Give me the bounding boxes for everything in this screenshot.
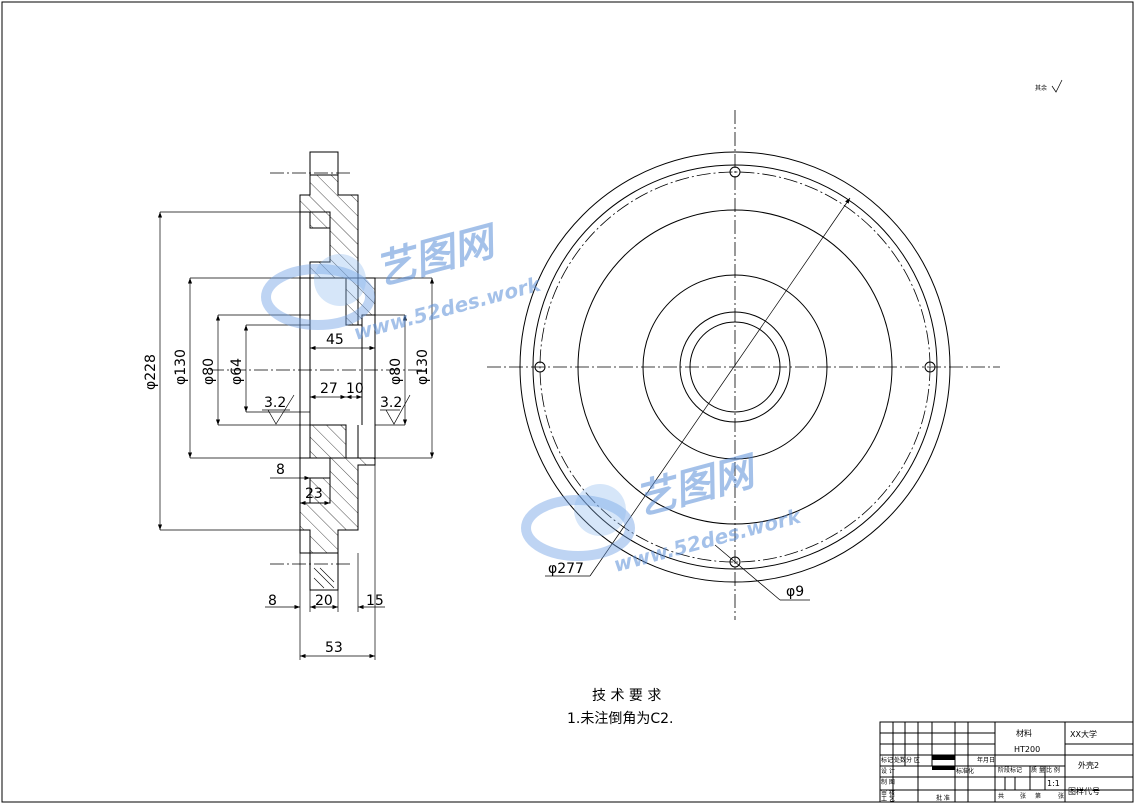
approve-label: 批 准 xyxy=(936,794,950,802)
watermark-brand-top: 艺图网 xyxy=(371,218,505,295)
drawing-code: 图样代号 xyxy=(1068,786,1100,796)
tech-requirements-line1: 1.未注倒角为C2. xyxy=(567,711,674,727)
dim-d80-right: φ80 xyxy=(388,358,404,385)
roughness-right-value: 3.2 xyxy=(380,395,402,411)
check-label: 审 核 xyxy=(881,789,895,797)
roughness-note-text: 其余 xyxy=(1035,84,1047,92)
watermark-top: 艺图网 www.52des.work xyxy=(261,218,545,345)
page-label: 张 xyxy=(1058,792,1064,800)
dim-w45: 45 xyxy=(326,332,344,348)
dim-d130-left: φ130 xyxy=(173,349,189,385)
dim-w8-mid: 8 xyxy=(276,462,285,478)
mark-label: 标记 xyxy=(881,756,893,764)
dim-d80-left: φ80 xyxy=(201,358,217,385)
roughness-left-value: 3.2 xyxy=(264,395,286,411)
dim-w8-bottom: 8 xyxy=(268,593,277,609)
dim-w10: 10 xyxy=(346,381,364,397)
scale-value: 1:1 xyxy=(1047,779,1060,788)
std-label: 标准化 xyxy=(956,767,974,775)
dim-d64: φ64 xyxy=(229,358,245,385)
school-name: XX大学 xyxy=(1070,729,1097,739)
material-label: 材料 xyxy=(1016,728,1032,738)
dim-w20: 20 xyxy=(315,593,333,609)
zone-label: 分 区 xyxy=(906,756,920,764)
dim-d9: φ9 xyxy=(786,584,804,600)
material-value: HT200 xyxy=(1014,745,1040,754)
dim-d277: φ277 xyxy=(548,561,584,577)
dim-w15: 15 xyxy=(366,593,384,609)
dim-w27: 27 xyxy=(320,381,338,397)
dim-d228: φ228 xyxy=(143,354,159,390)
design-label: 设 计 xyxy=(881,767,895,775)
part-name: 外壳2 xyxy=(1078,760,1099,770)
watermark-brand-bottom: 艺图网 xyxy=(631,448,765,525)
front-view: φ277 φ9 xyxy=(487,110,1000,620)
dim-w53: 53 xyxy=(325,640,343,656)
dim-w23: 23 xyxy=(305,486,323,502)
sheets-label: 张 xyxy=(1020,792,1026,800)
qty-label: 处数 xyxy=(894,756,906,764)
draw-label: 制 图 xyxy=(881,778,895,786)
sheet-label: 第 xyxy=(1035,792,1041,800)
total-label: 共 xyxy=(998,792,1004,800)
process-label: 工 艺 xyxy=(881,795,895,803)
section-view: φ228 φ130 φ80 φ64 φ80 φ130 45 27 10 3.2 … xyxy=(143,151,435,660)
title-block: 材料 HT200 XX大学 外壳2 1:1 图样代号 标记 处数 分 区 年月日… xyxy=(879,721,1134,803)
stage-mark-label: 阶段标记 xyxy=(998,766,1022,774)
weight-label: 质 量 xyxy=(1031,766,1045,774)
dim-d130-right: φ130 xyxy=(415,349,431,385)
ratio-label: 比 例 xyxy=(1046,766,1060,774)
tech-requirements-title: 技 术 要 求 xyxy=(592,688,661,704)
general-roughness-note: 其余 xyxy=(1035,79,1063,93)
date-label: 年月日 xyxy=(977,756,995,764)
